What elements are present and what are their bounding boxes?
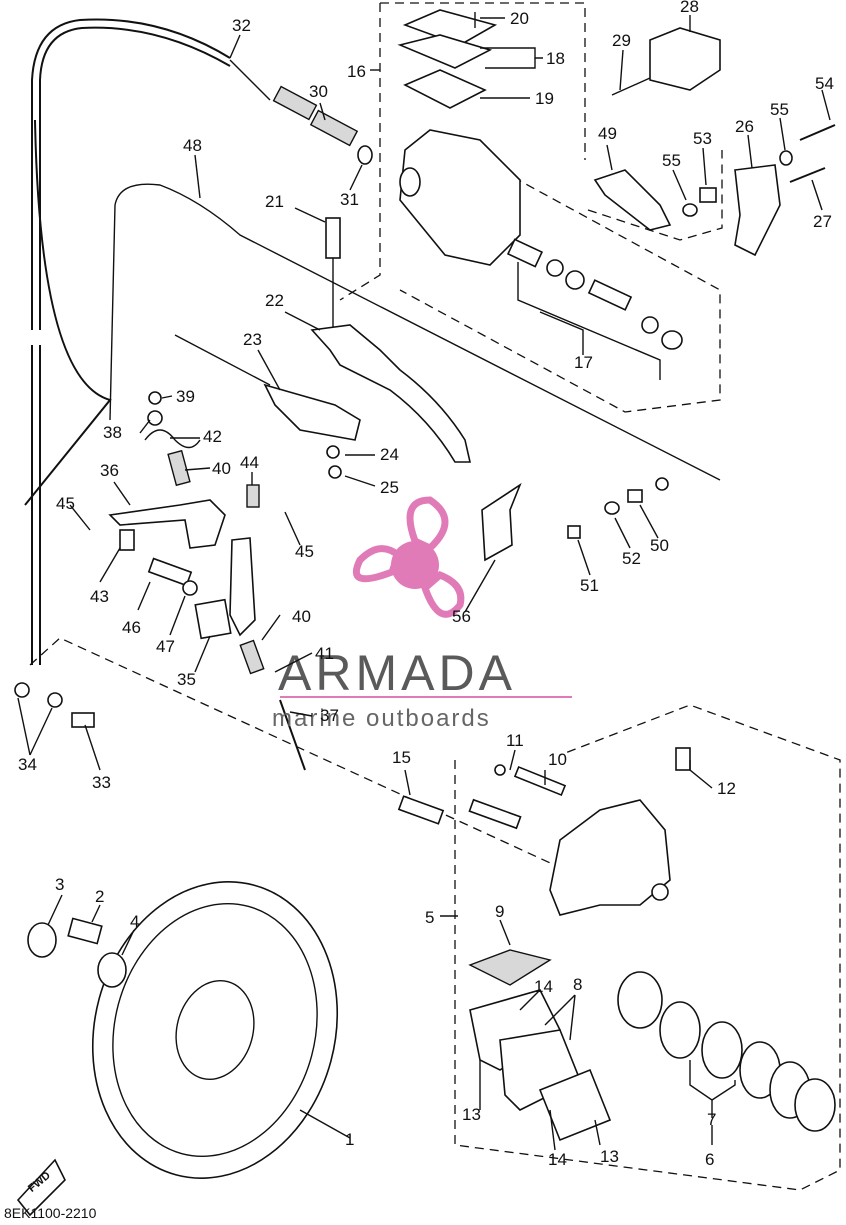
callout-51: 51 (580, 576, 599, 595)
callout-46: 46 (122, 618, 141, 637)
callout-43: 43 (90, 587, 109, 606)
callout-14b: 14 (548, 1150, 567, 1169)
callout-22: 22 (265, 291, 284, 310)
callout-45a: 45 (56, 494, 75, 513)
callout-38: 38 (103, 423, 122, 442)
callout-26: 26 (735, 117, 754, 136)
callout-36: 36 (100, 461, 119, 480)
callout-13b: 13 (600, 1147, 619, 1166)
callout-2: 2 (95, 887, 104, 906)
callout-25: 25 (380, 478, 399, 497)
callout-17: 17 (574, 353, 593, 372)
callout-28: 28 (680, 0, 699, 16)
brand-text: ARMADA (278, 645, 516, 701)
callout-15: 15 (392, 748, 411, 767)
callout-20: 20 (510, 9, 529, 28)
callout-53: 53 (693, 129, 712, 148)
callout-55a: 55 (662, 151, 681, 170)
callout-6: 6 (705, 1150, 714, 1169)
callout-23: 23 (243, 330, 262, 349)
cables (24, 18, 721, 665)
piston-kit (506, 238, 683, 380)
callout-55b: 55 (770, 100, 789, 119)
tagline-text: marine outboards (272, 705, 491, 732)
callout-32: 32 (232, 16, 251, 35)
brake-pads (468, 949, 612, 1142)
callout-56: 56 (452, 607, 471, 626)
callout-42: 42 (203, 427, 222, 446)
callout-52: 52 (622, 549, 641, 568)
armada-logo: ARMADA marine outboards (272, 496, 572, 732)
logo-blade-icon (406, 496, 449, 553)
callout-33: 33 (92, 773, 111, 792)
callout-40b: 40 (292, 607, 311, 626)
diagram-code: 8EK1100-2210 (4, 1205, 97, 1221)
linkage-cluster (14, 391, 306, 771)
leader-lines (17, 15, 831, 1151)
callout-14a: 14 (534, 977, 553, 996)
logo-hub-icon (391, 541, 439, 589)
callout-48: 48 (183, 136, 202, 155)
callout-3: 3 (55, 875, 64, 894)
small-hardware (567, 477, 669, 539)
logo-blade-icon (420, 570, 465, 618)
callout-9: 9 (495, 902, 504, 921)
callout-45b: 45 (295, 542, 314, 561)
callout-47: 47 (156, 637, 175, 656)
callout-27: 27 (813, 212, 832, 231)
logo-blade-icon (352, 545, 403, 583)
caliper-pistons (617, 971, 836, 1132)
callout-18: 18 (546, 49, 565, 68)
hose-fittings (272, 85, 373, 165)
callout-34: 34 (18, 755, 37, 774)
caliper-assembly (397, 747, 691, 916)
brake-lever (263, 217, 472, 479)
callout-21: 21 (265, 192, 284, 211)
callout-44: 44 (240, 453, 259, 472)
brake-disc (16, 881, 339, 1217)
callout-12: 12 (717, 779, 736, 798)
callout-24: 24 (380, 445, 399, 464)
master-cylinder (397, 9, 521, 266)
callout-10: 10 (548, 750, 567, 769)
callout-40a: 40 (212, 459, 231, 478)
callout-13a: 13 (462, 1105, 481, 1124)
callout-41: 41 (315, 644, 334, 663)
callout-8: 8 (573, 975, 582, 994)
callout-1: 1 (345, 1130, 354, 1149)
callout-49: 49 (598, 124, 617, 143)
callout-30: 30 (309, 82, 328, 101)
callout-50: 50 (650, 536, 669, 555)
callout-35: 35 (177, 670, 196, 689)
callout-4: 4 (130, 912, 139, 931)
callout-39: 39 (176, 387, 195, 406)
pedal-switch-parts (593, 27, 836, 257)
callout-7: 7 (707, 1110, 716, 1129)
callout-29: 29 (612, 31, 631, 50)
callout-11: 11 (506, 731, 524, 750)
callout-54: 54 (815, 74, 834, 93)
callout-16: 16 (347, 62, 366, 81)
callout-31: 31 (340, 190, 359, 209)
callout-19: 19 (535, 89, 554, 108)
bracket-56 (481, 482, 522, 562)
callout-5: 5 (425, 908, 434, 927)
callout-37: 37 (320, 706, 339, 725)
callout-labels: 1 2 3 4 5 6 7 8 9 10 11 12 13 13 14 14 1… (18, 0, 834, 1169)
